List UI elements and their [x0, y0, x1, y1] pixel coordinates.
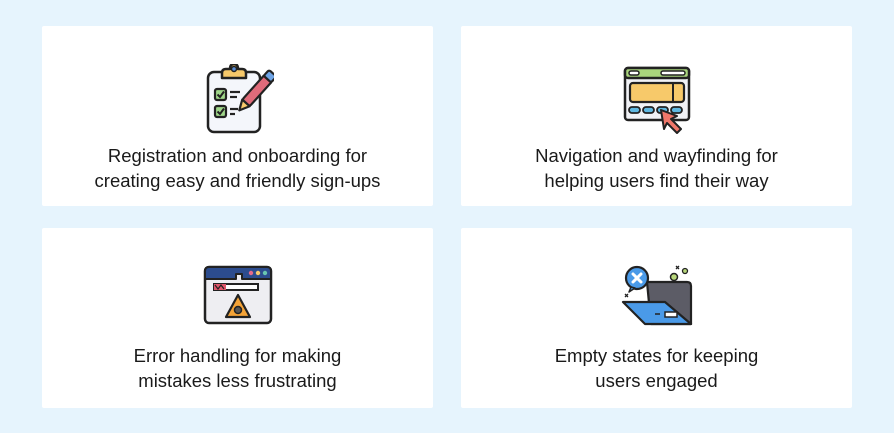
card-registration-onboarding: Registration and onboarding for creating… [42, 26, 433, 206]
card-navigation-wayfinding: Navigation and wayfinding for helping us… [461, 26, 852, 206]
caption-line: creating easy and friendly sign-ups [94, 170, 381, 191]
empty-folder-x-icon [621, 265, 693, 326]
card-caption: Empty states for keeping users engaged [461, 343, 852, 393]
browser-window-cursor-icon [623, 66, 691, 134]
card-caption: Navigation and wayfinding for helping us… [461, 143, 852, 193]
caption-line: helping users find their way [544, 170, 769, 191]
caption-line: Navigation and wayfinding for [535, 145, 778, 166]
card-error-handling: Error handling for making mistakes less … [42, 228, 433, 408]
clipboard-checklist-pencil-icon [206, 64, 274, 134]
caption-line: Empty states for keeping [554, 345, 759, 366]
caption-line: users engaged [595, 370, 718, 391]
caption-line: Registration and onboarding for [107, 145, 368, 166]
caption-line: Error handling for making [133, 345, 342, 366]
caption-line: mistakes less frustrating [138, 370, 337, 391]
card-empty-states: Empty states for keeping users engaged [461, 228, 852, 408]
card-caption: Registration and onboarding for creating… [42, 143, 433, 193]
card-caption: Error handling for making mistakes less … [42, 343, 433, 393]
browser-warning-error-icon [203, 265, 273, 325]
